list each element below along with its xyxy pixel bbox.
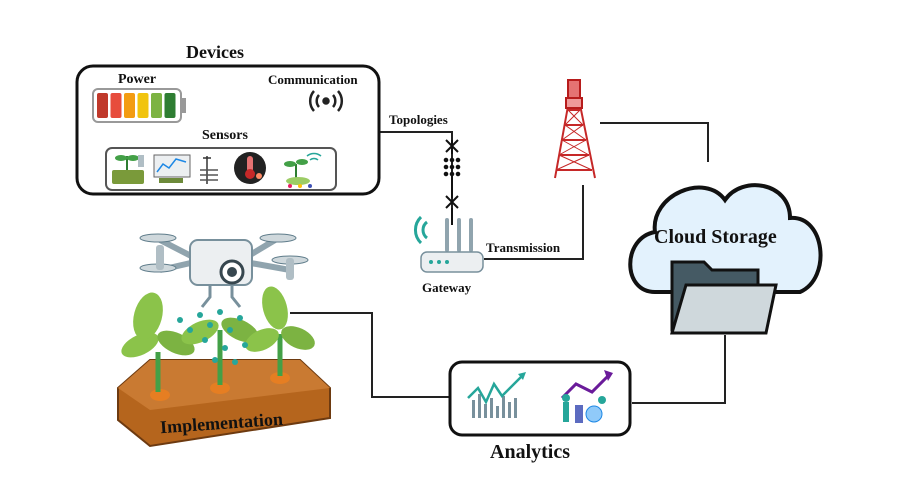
line-chart-icon: [467, 372, 526, 418]
plants-soil-icon: [117, 286, 331, 448]
line-tower-cloud: [600, 122, 709, 162]
plant-sensor-icon: [112, 155, 144, 184]
drone-icon: [139, 233, 309, 308]
plant-wifi-icon: [284, 152, 322, 188]
battery-cell: [110, 93, 122, 118]
battery-cell: [164, 93, 176, 118]
power-label: Power: [118, 72, 157, 87]
folder-icon: [670, 260, 778, 335]
transmission-label: Transmission: [486, 240, 561, 255]
weather-station-icon: [200, 156, 218, 184]
gateway-label: Gateway: [422, 280, 472, 295]
topologies-label: Topologies: [389, 112, 448, 127]
line-cloud-analytics: [632, 335, 726, 404]
battery-cell: [124, 93, 135, 118]
battery-cell: [137, 93, 149, 118]
devices-title: Devices: [186, 42, 244, 62]
network-topology-icon: [443, 139, 461, 225]
analytics-box: [448, 360, 632, 437]
battery-cell: [97, 93, 108, 118]
line-implementation-analytics: [290, 312, 450, 398]
cell-tower-icon: [554, 79, 596, 179]
growth-chart-icon: [560, 370, 613, 423]
spray-droplets: [177, 309, 248, 365]
cloud-storage-label: Cloud Storage: [654, 226, 777, 248]
thermometer-icon: [234, 152, 266, 184]
monitor-chart-icon: [153, 154, 191, 183]
battery-icon: [92, 88, 186, 123]
sensors-label: Sensors: [202, 128, 248, 143]
line-devices-topology: [378, 131, 453, 225]
analytics-label: Analytics: [490, 441, 570, 463]
wifi-signal-icon: [309, 90, 343, 112]
communication-label: Communication: [268, 72, 358, 87]
line-gateway-tower: [484, 185, 584, 260]
router-icon: [414, 215, 484, 273]
battery-cell: [151, 93, 162, 118]
